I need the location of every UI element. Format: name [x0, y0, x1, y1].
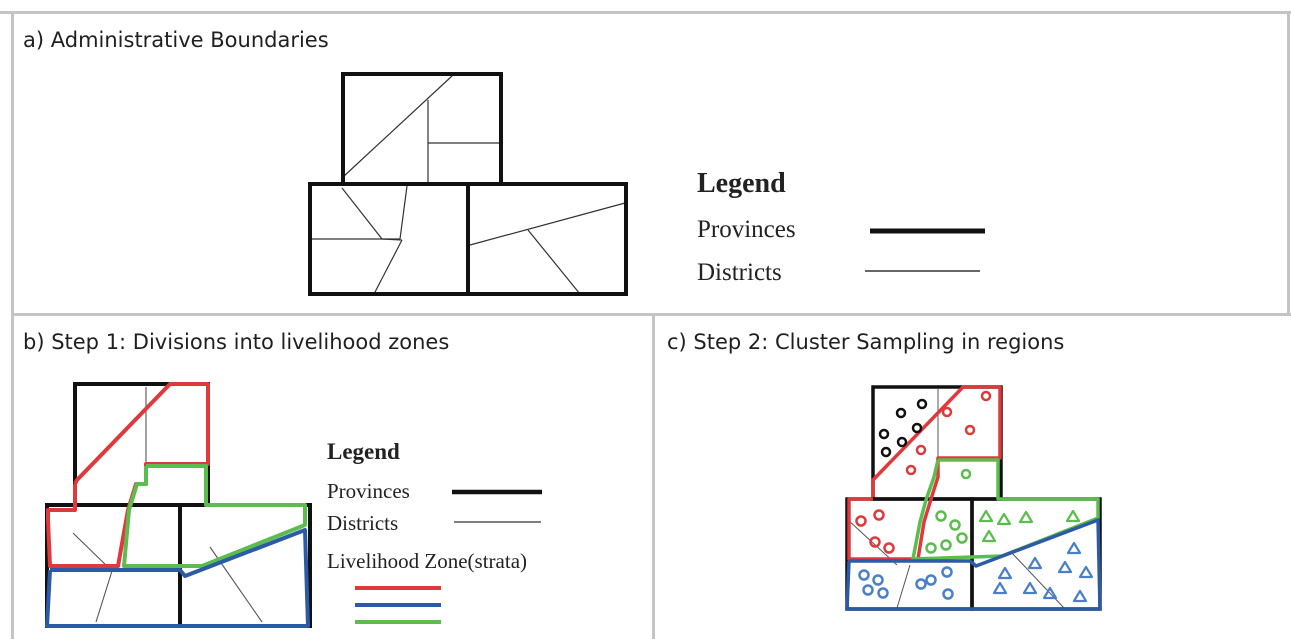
legend-provinces-label: Provinces [327, 479, 410, 503]
clusters-green [925, 468, 972, 554]
district-line [341, 187, 383, 240]
cluster-marker [869, 536, 881, 548]
panel-a-legend: Legend Provinces Districts [697, 168, 985, 286]
panel-b-legend: Legend Provinces Districts Livelihood Zo… [327, 439, 542, 624]
cluster-marker [1066, 541, 1082, 555]
cluster-marker [997, 566, 1013, 580]
panel-a-districts [311, 75, 626, 295]
district-line [381, 238, 403, 241]
cluster-marker [858, 569, 870, 581]
cluster-marker [925, 574, 937, 586]
cluster-marker [981, 529, 997, 543]
cluster-marker [925, 542, 937, 554]
cluster-marker [911, 422, 923, 434]
cluster-marker [940, 539, 952, 551]
cluster-marker [1072, 589, 1088, 603]
cluster-marker [1027, 556, 1043, 570]
frame-middle-vertical [652, 313, 655, 639]
district-line [469, 202, 626, 246]
zone-red-boundary [847, 385, 1002, 561]
panel-c-zones [845, 385, 1102, 611]
clusters-black [878, 398, 928, 458]
cluster-marker [896, 436, 908, 448]
cluster-marker [996, 512, 1012, 526]
legend-heading: Legend [327, 439, 400, 464]
cluster-marker [992, 581, 1008, 595]
panel-a-map [308, 72, 628, 296]
cluster-marker [980, 390, 992, 402]
cluster-marker [905, 464, 917, 476]
province-north [341, 72, 503, 186]
cluster-marker [872, 574, 884, 586]
panel-b-map [45, 382, 312, 628]
cluster-marker [1042, 586, 1058, 600]
cluster-marker [949, 519, 961, 531]
panel-a-provinces [308, 72, 628, 296]
cluster-marker [880, 446, 892, 458]
cluster-marker [883, 542, 895, 554]
legend-districts-label: Districts [327, 511, 398, 535]
cluster-marker [915, 444, 927, 456]
zone-blue-boundary [45, 528, 310, 628]
cluster-marker [1018, 510, 1034, 524]
cluster-marker [978, 509, 994, 523]
district-line [95, 570, 113, 623]
cluster-marker [956, 532, 968, 544]
cluster-marker [942, 588, 954, 600]
district-line [527, 229, 581, 295]
legend-zones-label: Livelihood Zone(strata) [327, 549, 527, 573]
cluster-marker [960, 468, 972, 480]
cluster-marker [1065, 509, 1081, 523]
cluster-marker [877, 587, 889, 599]
district-line [373, 239, 403, 295]
cluster-marker [878, 428, 890, 440]
cluster-marker [1022, 581, 1038, 595]
cluster-marker [1057, 560, 1073, 574]
cluster-marker [873, 509, 885, 521]
frame-right [1287, 11, 1290, 316]
legend-provinces-label: Provinces [697, 216, 796, 243]
panel-b-zones [45, 382, 310, 628]
district-line [399, 185, 408, 240]
cluster-marker [935, 510, 947, 522]
frame-middle-horizontal [11, 313, 1291, 316]
clusters-green-triangles [978, 509, 1081, 543]
clusters-blue [858, 566, 954, 600]
panel-b-title: b) Step 1: Divisions into livelihood zon… [23, 330, 450, 354]
legend-heading: Legend [697, 168, 786, 199]
cluster-marker [941, 406, 953, 418]
clusters-red [855, 390, 992, 554]
legend-districts-label: Districts [697, 259, 782, 286]
district-line [342, 75, 453, 178]
province-north [73, 382, 210, 507]
cluster-marker [964, 424, 976, 436]
cluster-marker [855, 515, 867, 527]
cluster-marker [915, 578, 927, 590]
clusters-blue-triangles [992, 541, 1094, 603]
panel-a-title: a) Administrative Boundaries [23, 28, 329, 52]
frame-top [0, 11, 1291, 14]
district-line [896, 564, 911, 609]
cluster-marker [895, 407, 907, 419]
frame-left [11, 11, 14, 639]
cluster-marker [862, 584, 874, 596]
cluster-marker [1078, 565, 1094, 579]
zone-blue-boundary [845, 518, 1102, 611]
panel-c-title: c) Step 2: Cluster Sampling in regions [667, 330, 1065, 354]
cluster-marker [941, 566, 953, 578]
panel-c-map [845, 385, 1102, 611]
zone-green-boundary [122, 464, 307, 568]
province-southeast [466, 182, 628, 296]
cluster-marker [916, 398, 928, 410]
